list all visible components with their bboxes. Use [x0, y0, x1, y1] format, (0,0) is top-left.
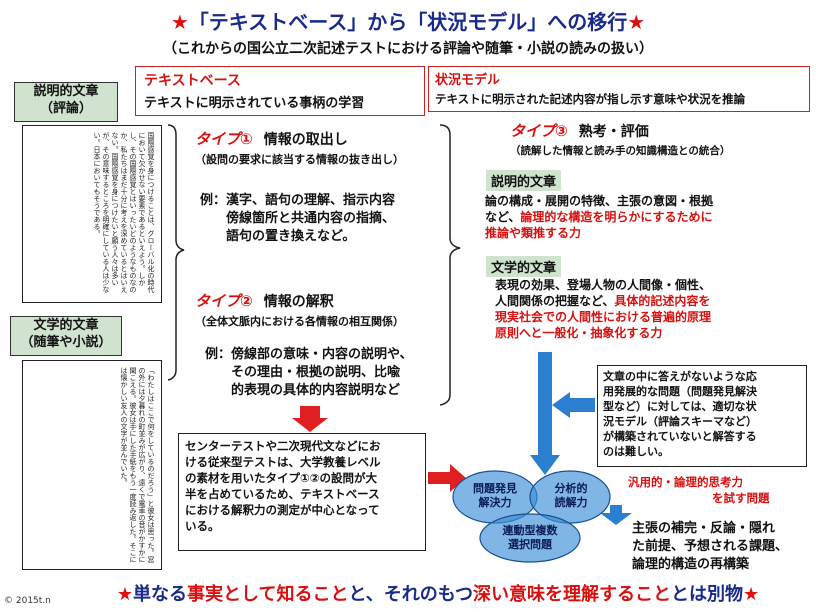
claims-line: た前提、予想される課題、	[632, 539, 789, 554]
down-arrow-blue-small	[600, 505, 632, 525]
footer-p5: とは別物	[671, 584, 744, 605]
claims-line: 主張の補完・反論・隠れ	[632, 521, 776, 536]
center-test-line: いる。	[185, 519, 220, 533]
center-test-line: センターテストや二次現代文などにお	[185, 439, 381, 453]
open-problem-line: 況モデル（評論スキーマなど）	[603, 415, 757, 428]
type3-lit-label: 文学的文章	[486, 256, 562, 277]
open-problem-line: が構築されていないと解答する	[603, 430, 757, 443]
star-icon: ★	[743, 584, 760, 605]
type1-heading: タイプ①	[195, 130, 253, 148]
open-problem-line: 用発展的な問題（問題発見解決	[603, 385, 757, 398]
literary-excerpt: 「わたしはここで何をしているのだろう」と彼女は思った。窓の外には夕暮れの町並みが…	[22, 360, 162, 570]
claims-line: 論理的構造の再構築	[632, 557, 750, 572]
star-icon: ★	[116, 584, 133, 605]
type1-title: 情報の取出し	[263, 132, 348, 148]
situation-model-desc: テキストに明示された記述内容が指し示す意味や状況を推論	[435, 92, 746, 106]
down-arrow-blue	[530, 352, 560, 475]
type2-title: 情報の解釈	[263, 294, 334, 310]
right-brace	[439, 124, 461, 406]
down-arrow-red	[292, 406, 328, 432]
open-problem-line: 文章の中に答えがないような応	[603, 370, 757, 383]
type2-sub: （全体文脈内における各情報の相互関係）	[195, 315, 404, 328]
type3-exp-line2b: 論理的な構造を明らかにするために	[520, 210, 713, 224]
type2-heading: タイプ②	[195, 292, 253, 310]
type2-ex-line: 例：傍線部の意味・内容の説明や、	[205, 347, 413, 362]
type3-exp-line1: 論の構成・展開の特徴、主張の意図・根拠	[485, 194, 714, 208]
center-test-line: ける従来型テストは、大学教養レベル	[185, 455, 381, 469]
type1-ex-line: 語句の置き換えなど。	[200, 229, 356, 244]
left-brace	[167, 124, 185, 381]
footer-message: ★単なる事実として知ることと、それのもつ深い意味を理解することとは別物★	[60, 580, 816, 606]
footer-p1: 単なる	[132, 584, 187, 605]
type3-lit-line2b: 具体的記述内容を	[614, 294, 711, 308]
page-title: ★「テキストベース」から「状況モデル」への移行★	[0, 6, 816, 35]
type1-sub: （設問の要求に該当する情報の抜き出し）	[195, 153, 404, 166]
expository-excerpt-text: 国際感覚を身につけることは、グローバル化の時代において欠かせない要素であるといえ…	[93, 132, 155, 293]
type1-examples: 例：漢字、語句の理解、指示内容 傍線箇所と共通内容の指摘、 語句の置き換えなど。	[200, 192, 445, 246]
type3-lit-line2a: 人間関係の把握など、	[495, 294, 615, 308]
type2-block: タイプ② 情報の解釈 （全体文脈内における各情報の相互関係）	[195, 290, 440, 329]
type3-exp-line3: 推論や類推する力	[485, 226, 582, 240]
open-problem-line: のは難しい。	[603, 445, 669, 458]
situation-model-label: 状況モデル	[435, 73, 501, 88]
type3-exp-text: 論の構成・展開の特徴、主張の意図・根拠 など、論理的な構造を明らかにするために …	[485, 193, 810, 241]
expository-excerpt: 国際感覚を身につけることは、グローバル化の時代において欠かせない要素であるといえ…	[22, 125, 162, 303]
type3-sub: （読解した情報と読み手の知識構造との統合）	[510, 145, 731, 157]
center-test-line: の素材を用いたタイプ①②の設問が大	[185, 471, 377, 485]
center-test-line: における解釈力の測定が中心となって	[185, 503, 380, 517]
type3-lit-line1: 表現の効果、登場人物の人間像・個性、	[495, 278, 712, 292]
left-arrow-blue	[552, 392, 595, 418]
ellipse-linked-choice-label: 連動型複数 選択問題	[502, 524, 558, 551]
type3-lit-line3: 現実社会での人間性における普遍的原理	[495, 310, 712, 324]
claims-text: 主張の補完・反論・隠れ た前提、予想される課題、 論理的構造の再構築	[632, 520, 812, 574]
type3-lit-text: 表現の効果、登場人物の人間像・個性、 人間関係の把握など、具体的記述内容を 現実…	[495, 277, 810, 341]
type1-ex-line: 例：漢字、語句の理解、指示内容	[200, 193, 396, 208]
footer-p3: と、それのもつ	[348, 584, 474, 605]
open-problem-box: 文章の中に答えがないような応 用発展的な問題（問題発見解決 型など）に対しては、…	[597, 365, 807, 467]
copyright: © 2015t.n	[4, 596, 51, 606]
title-text: 「テキストベース」から「状況モデル」への移行	[188, 10, 628, 34]
type3-title: 熟考・評価	[578, 124, 649, 140]
ellipse-analytical-label: 分析的 読解力	[554, 482, 588, 509]
type3-exp-label: 説明的文章	[486, 170, 562, 191]
star-icon: ★	[627, 10, 646, 34]
open-problem-line: 型など）に対しては、適切な状	[603, 400, 757, 413]
type3-exp-line2a: など、	[485, 210, 521, 224]
type2-ex-line: 的表現の具体的内容説明など	[205, 383, 401, 398]
type3-block: タイプ③ 熟考・評価 （読解した情報と読み手の知識構造との統合）	[510, 120, 810, 158]
right-arrow-red	[428, 464, 466, 492]
type2-ex-line: その理由・根拠の説明、比喩	[205, 365, 401, 380]
text-base-box: テキストベース テキストに明示されている事柄の学習	[135, 66, 425, 116]
general-thinking-line2: を試す問題	[712, 491, 770, 505]
type2-examples: 例：傍線部の意味・内容の説明や、 その理由・根拠の説明、比喩 的表現の具体的内容…	[205, 346, 450, 400]
type1-ex-line: 傍線箇所と共通内容の指摘、	[200, 211, 396, 226]
ellipse-linked-choice	[479, 513, 581, 563]
page-subtitle: （これからの国公立二次記述テストにおける評論や随筆・小説の読みの扱い）	[163, 41, 653, 57]
literary-excerpt-text: 「わたしはここで何をしているのだろう」と彼女は思った。窓の外には夕暮れの町並みが…	[120, 367, 155, 563]
type1-block: タイプ① 情報の取出し （設問の要求に該当する情報の抜き出し）	[195, 128, 440, 167]
situation-model-box: 状況モデル テキストに明示された記述内容が指し示す意味や状況を推論	[428, 66, 810, 112]
center-test-box: センターテストや二次現代文などにお ける従来型テストは、大学教養レベル の素材を…	[178, 433, 426, 551]
footer-p2: 事実として知ること	[186, 584, 349, 605]
footer-p4: 深い意味を理解すること	[473, 584, 672, 605]
star-icon: ★	[170, 10, 189, 34]
general-thinking-line1: 汎用的・論理的思考力	[628, 475, 743, 489]
ellipse-problem-solving-label: 問題発見 解決力	[473, 482, 517, 509]
expository-label: 説明的文章 （評論）	[14, 82, 118, 122]
type3-heading: タイプ③	[510, 122, 568, 140]
text-base-label: テキストベース	[144, 73, 241, 89]
literary-label: 文学的文章 （随筆や小説）	[10, 316, 122, 356]
text-base-desc: テキストに明示されている事柄の学習	[144, 96, 365, 111]
center-test-line: 半を占めているため、テキストベース	[185, 487, 380, 501]
type3-lit-line4: 原則へと一般化・抽象化する力	[495, 326, 663, 340]
